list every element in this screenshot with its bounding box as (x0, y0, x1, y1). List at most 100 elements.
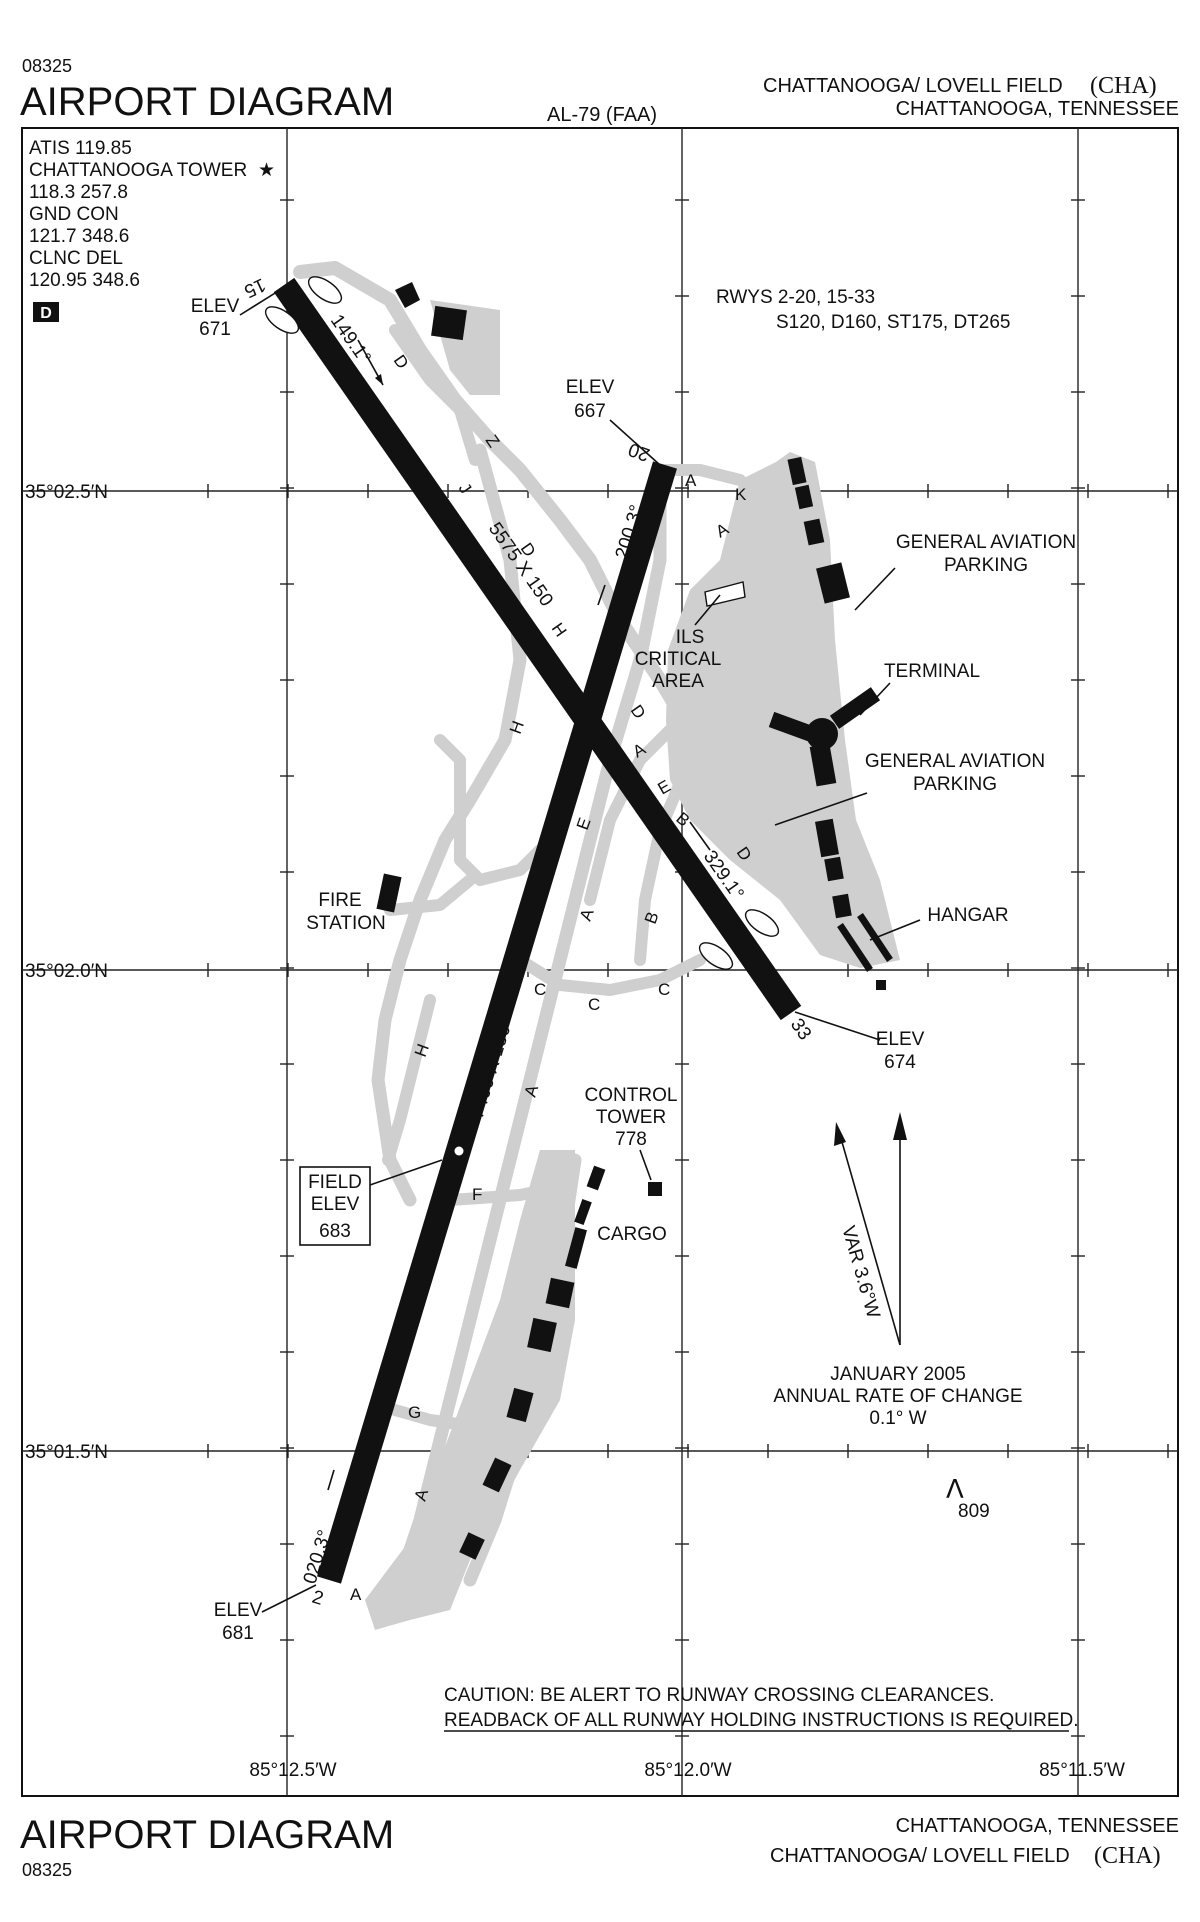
svg-text:35°01.5′N: 35°01.5′N (25, 1442, 108, 1463)
taxiway-f (444, 1184, 551, 1206)
header-title: AIRPORT DIAGRAM (20, 80, 394, 124)
svg-text:VAR 3.6°W: VAR 3.6°W (837, 1224, 883, 1321)
header-city: CHATTANOOGA, TENNESSEE (896, 98, 1179, 120)
svg-text:681: 681 (222, 1623, 254, 1644)
svg-text:ILS: ILS (676, 627, 705, 648)
runway-end-33: 33 (786, 1015, 815, 1044)
svg-text:PARKING: PARKING (944, 555, 1028, 576)
svg-text:0.1° W: 0.1° W (869, 1408, 926, 1429)
north-arrow: VAR 3.6°W JANUARY 2005 ANNUAL RATE OF CH… (773, 1112, 1023, 1429)
taxiway-b (634, 754, 696, 966)
svg-text:ELEV: ELEV (876, 1029, 925, 1050)
svg-text:AREA: AREA (652, 671, 704, 692)
svg-text:35°02.5′N: 35°02.5′N (25, 482, 108, 503)
runway-end-2: 2 (310, 1587, 326, 1610)
taxiway-a-east (393, 463, 667, 1587)
svg-text:674: 674 (884, 1052, 916, 1073)
taxiway-network (293, 261, 900, 1630)
footer-code: 08325 (22, 1860, 72, 1880)
svg-text:K: K (735, 485, 747, 504)
svg-text:ELEV: ELEV (214, 1600, 263, 1621)
svg-text:35°02.0′N: 35°02.0′N (25, 961, 108, 982)
svg-text:TERMINAL: TERMINAL (884, 661, 980, 682)
runway-strength-1: RWYS 2-20, 15-33 (716, 287, 875, 308)
elevation-labels: ELEV 671 ELEV 667 ELEV 674 ELEV 681 (191, 289, 925, 1644)
footer-airport: CHATTANOOGA/ LOVELL FIELD (770, 1845, 1070, 1867)
svg-text:CHATTANOOGA TOWER: CHATTANOOGA TOWER (29, 160, 247, 181)
svg-text:ELEV: ELEV (566, 377, 615, 398)
taxiway-c (514, 954, 706, 996)
svg-text:GENERAL AVIATION: GENERAL AVIATION (865, 751, 1045, 772)
svg-text:ATIS 119.85: ATIS 119.85 (29, 138, 132, 159)
runway-end-20: 20 (626, 438, 653, 465)
runway-2-20 (317, 461, 677, 1584)
caution-line-1: CAUTION: BE ALERT TO RUNWAY CROSSING CLE… (444, 1685, 994, 1706)
svg-text:ANNUAL RATE OF CHANGE: ANNUAL RATE OF CHANGE (773, 1386, 1022, 1407)
field-elevation-box: FIELD ELEV 683 (299, 1159, 443, 1246)
tower-star-icon: ★ (258, 160, 275, 181)
facility-labels: GENERAL AVIATION PARKING TERMINAL GENERA… (306, 532, 1076, 1245)
footer: AIRPORT DIAGRAM 08325 CHATTANOOGA, TENNE… (20, 1813, 1179, 1880)
svg-text:667: 667 (574, 401, 606, 422)
svg-text:C: C (534, 980, 546, 999)
chart-id: AL-79 (FAA) (547, 104, 657, 126)
taxiway-west-loop (434, 734, 546, 886)
svg-text:120.95 348.6: 120.95 348.6 (29, 270, 140, 291)
svg-text:H: H (506, 718, 528, 736)
taxiway-d-north (293, 261, 807, 867)
svg-text:H: H (411, 1041, 433, 1059)
footer-airport-id: (CHA) (1094, 1843, 1161, 1869)
svg-text:JANUARY 2005: JANUARY 2005 (830, 1364, 966, 1385)
buildings (376, 282, 893, 1560)
svg-text:G: G (408, 1403, 421, 1422)
taxiway-g (389, 1404, 496, 1436)
svg-text:TOWER: TOWER (596, 1107, 666, 1128)
svg-text:F: F (472, 1185, 482, 1204)
svg-text:A: A (350, 1585, 362, 1604)
coordinate-grid (22, 128, 1178, 1796)
svg-text:683: 683 (319, 1221, 351, 1242)
diagram-frame (21, 127, 1179, 1797)
svg-text:CRITICAL: CRITICAL (635, 649, 722, 670)
svg-text:A: A (576, 906, 598, 924)
runway-end-15: 15 (241, 273, 269, 301)
footer-city: CHATTANOOGA, TENNESSEE (896, 1815, 1179, 1837)
taxiway-z (389, 324, 481, 466)
taxiway-west-2 (382, 994, 436, 1166)
svg-text:H: H (548, 619, 571, 640)
runway-15-33 (273, 277, 802, 1021)
frequency-block: ATIS 119.85 CHATTANOOGA TOWER ★ 118.3 25… (29, 138, 275, 322)
runway-strength-2: S120, D160, ST175, DT265 (776, 312, 1010, 333)
svg-text:FIELD: FIELD (308, 1172, 362, 1193)
svg-text:FIRE: FIRE (318, 890, 361, 911)
footer-title: AIRPORT DIAGRAM (20, 1813, 394, 1857)
svg-text:121.7 348.6: 121.7 348.6 (29, 226, 129, 247)
obstacle-height: 809 (958, 1501, 990, 1522)
svg-text:C: C (588, 995, 600, 1014)
svg-text:ELEV: ELEV (191, 296, 240, 317)
svg-text:CLNC DEL: CLNC DEL (29, 248, 123, 269)
taxiway-h (371, 443, 527, 1207)
coordinate-labels: 35°02.5′N 35°02.0′N 35°01.5′N 85°12.5′W … (25, 482, 1125, 1781)
svg-text:HANGAR: HANGAR (927, 905, 1008, 926)
svg-text:C: C (658, 980, 670, 999)
svg-text:671: 671 (199, 319, 231, 340)
caution-line-2: READBACK OF ALL RUNWAY HOLDING INSTRUCTI… (444, 1710, 1079, 1731)
svg-text:85°12.0′W: 85°12.0′W (644, 1760, 731, 1781)
svg-text:A: A (685, 471, 697, 490)
taxiway-fire-link (384, 874, 476, 916)
header-airport-id: (CHA) (1090, 73, 1157, 99)
header-airport: CHATTANOOGA/ LOVELL FIELD (763, 75, 1063, 97)
field-elevation-point (454, 1146, 464, 1156)
svg-text:GENERAL AVIATION: GENERAL AVIATION (896, 532, 1076, 553)
south-apron (365, 1150, 575, 1630)
svg-text:GND CON: GND CON (29, 204, 119, 225)
obstacle-icon: Λ (946, 1475, 964, 1505)
svg-text:118.3 257.8: 118.3 257.8 (29, 182, 128, 203)
atis-badge (33, 302, 59, 322)
svg-text:778: 778 (615, 1129, 647, 1150)
svg-text:CONTROL: CONTROL (585, 1085, 678, 1106)
header: 08325 AIRPORT DIAGRAM AL-79 (FAA) CHATTA… (20, 56, 1179, 126)
svg-text:PARKING: PARKING (913, 774, 997, 795)
